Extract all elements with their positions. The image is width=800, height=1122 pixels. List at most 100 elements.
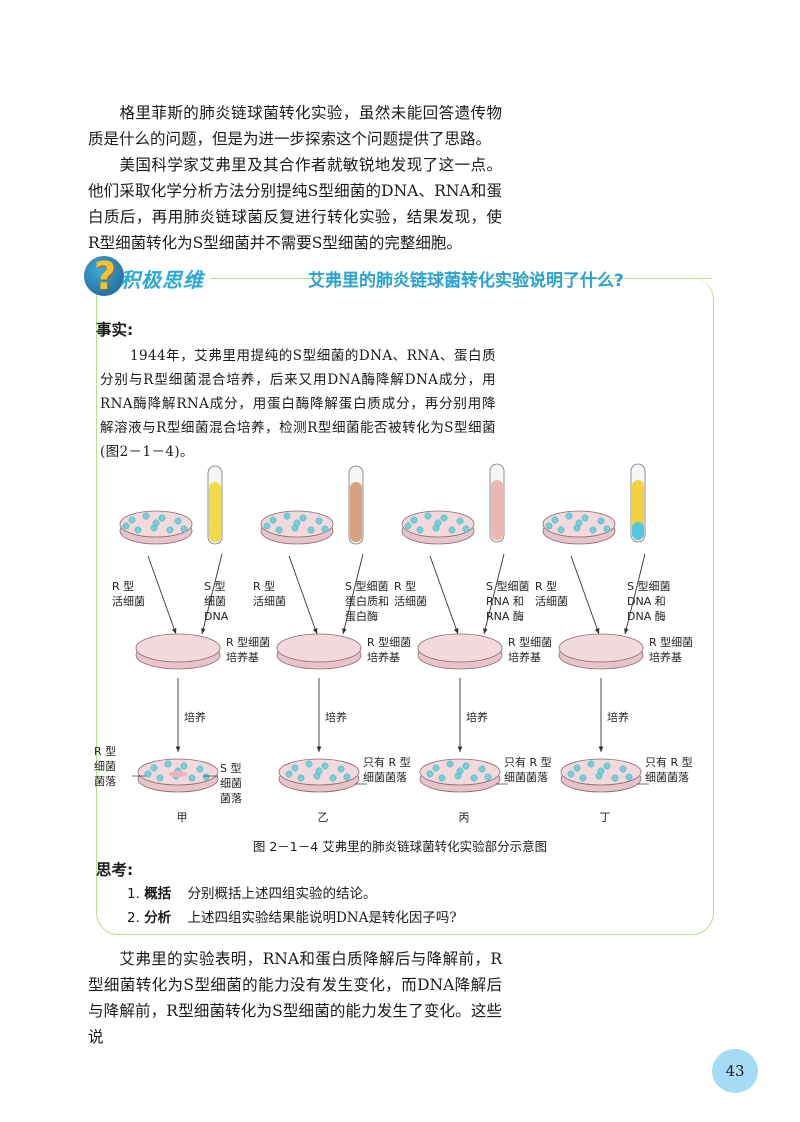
arrow-r-head <box>312 628 318 634</box>
page-number: 43 <box>712 1049 758 1093</box>
arrow-s-head <box>624 628 629 634</box>
colony <box>404 522 412 530</box>
colony <box>321 762 329 770</box>
colony <box>587 760 595 768</box>
colony <box>293 519 301 527</box>
question-mark-icon: ? <box>94 254 117 298</box>
colony <box>275 526 283 534</box>
colony <box>291 764 299 772</box>
r-strain-label: R 型活细菌 <box>253 580 286 608</box>
think-item-keyword: 分析 <box>144 910 172 926</box>
colony <box>166 526 174 534</box>
medium-dish <box>135 633 221 663</box>
arrow-s-head <box>201 628 206 634</box>
medium-label: R 型细菌培养基 <box>508 636 553 664</box>
s-strain-label: S 型细菌蛋白质和蛋白酶 <box>345 580 389 623</box>
colony <box>150 764 158 772</box>
colony <box>196 765 204 773</box>
colony <box>575 519 583 527</box>
think-label: 思考: <box>96 861 134 879</box>
colony <box>321 525 329 533</box>
colony <box>426 770 434 778</box>
colony <box>283 512 291 520</box>
arrow-r-head <box>594 628 600 634</box>
colony <box>597 517 605 525</box>
arrow-s <box>201 553 223 635</box>
colony <box>122 522 130 530</box>
arrow-culture-head <box>457 746 463 752</box>
colony <box>329 774 337 782</box>
colony <box>565 512 573 520</box>
question-badge-icon <box>84 256 124 296</box>
experiment-diagram-svg <box>119 463 649 793</box>
result-label: 只有 R 型细菌菌落 <box>504 756 552 784</box>
think-item-1: 1. 概括 分别概括上述四组实验的结论。 <box>127 882 376 902</box>
arrow-culture-head <box>175 746 181 752</box>
colony <box>158 514 166 522</box>
group-name: 丁 <box>599 811 611 824</box>
result-label: 只有 R 型细菌菌落 <box>645 756 693 784</box>
colony <box>144 770 152 778</box>
arrow-s <box>342 553 364 635</box>
colony <box>424 512 432 520</box>
colony <box>263 522 271 530</box>
colony <box>484 773 492 781</box>
colony <box>446 760 454 768</box>
colony <box>625 773 633 781</box>
colony <box>202 773 210 781</box>
tube-liquid-bottom <box>491 522 503 540</box>
colony <box>448 526 456 534</box>
thinking-box-header: ? 积极思维 艾弗里的肺炎链球菌转化实验说明了什么? <box>76 254 736 304</box>
colony <box>134 526 142 534</box>
arrow-culture-head <box>598 746 604 752</box>
fact-label: 事实: <box>96 321 134 339</box>
colony <box>315 517 323 525</box>
colony <box>128 516 136 524</box>
colony <box>557 526 565 534</box>
intro-paragraph-2: 美国科学家艾弗里及其合作者就敏锐地发现了这一点。他们采取化学分析方法分别提纯S型… <box>88 156 502 252</box>
colony <box>438 774 446 782</box>
colony <box>462 525 470 533</box>
think-item-keyword: 概括 <box>144 886 172 902</box>
group-name: 甲 <box>176 811 188 824</box>
colony <box>603 525 611 533</box>
arrow-r <box>288 555 318 635</box>
arrow-r <box>429 555 459 635</box>
culture-label: 培养 <box>325 711 347 724</box>
colony <box>567 770 575 778</box>
colony <box>180 525 188 533</box>
colony <box>152 519 160 527</box>
colony <box>434 519 442 527</box>
thinking-box-topline <box>210 278 712 279</box>
colony <box>297 774 305 782</box>
colony <box>315 767 323 775</box>
colony <box>603 762 611 770</box>
r-strain-label: R 型活细菌 <box>112 580 145 608</box>
colony <box>337 765 345 773</box>
medium-dish <box>276 633 362 663</box>
group1-s-colony-label: S 型细菌菌落 <box>220 762 242 805</box>
closing-paragraph: 艾弗里的实验表明，RNA和蛋白质降解后与降解前，R型细菌转化为S型细菌的能力没有… <box>88 950 502 1046</box>
arrow-r <box>570 555 600 635</box>
colony <box>410 516 418 524</box>
colony <box>579 774 587 782</box>
medium-label: R 型细菌培养基 <box>649 636 694 664</box>
arrow-r <box>147 555 177 635</box>
colony <box>440 514 448 522</box>
group-name: 乙 <box>317 811 329 824</box>
think-item-number: 1. <box>127 886 140 902</box>
culture-label: 培养 <box>466 711 488 724</box>
figure-caption: 图 2－1－4 艾弗里的肺炎链球菌转化实验部分示意图 <box>252 839 548 854</box>
think-item-text: 分别概括上述四组实验的结论。 <box>187 886 377 902</box>
colony <box>174 517 182 525</box>
medium-label: R 型细菌培养基 <box>367 636 412 664</box>
colony <box>416 526 424 534</box>
arrow-s-head <box>342 628 347 634</box>
fact-text: 1944年，艾弗里用提纯的S型细菌的DNA、RNA、蛋白质分别与R型细菌混合培养… <box>100 348 496 460</box>
arrow-s <box>624 553 646 635</box>
colony <box>545 522 553 530</box>
